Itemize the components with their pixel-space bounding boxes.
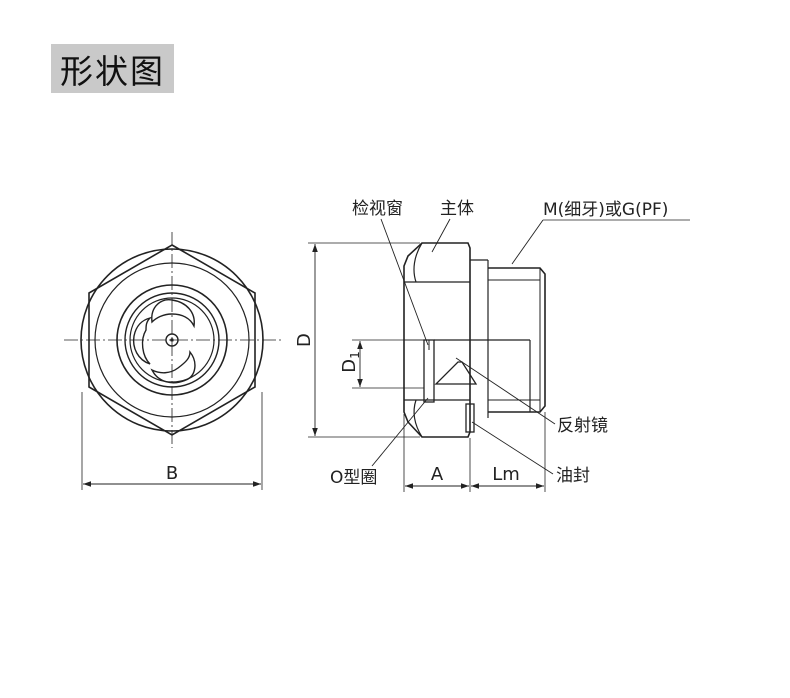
label-window: 检视窗 <box>352 199 403 219</box>
outer-circle <box>80 248 264 432</box>
front-view: B <box>64 232 282 490</box>
center-hub <box>165 333 179 347</box>
dim-d-label: D <box>294 333 315 347</box>
dim-a-label: A <box>431 464 444 485</box>
chamfer-circle <box>94 262 250 418</box>
label-oring: O型圈 <box>330 468 377 488</box>
window-glass <box>129 297 215 383</box>
label-body: 主体 <box>440 199 474 219</box>
dim-lm-label: Lm <box>492 464 520 485</box>
page-title: 形状图 <box>51 44 174 93</box>
leader-window <box>380 218 429 346</box>
window-ring-outer <box>116 284 228 396</box>
leader-reflector <box>455 357 556 425</box>
thread-outline <box>488 267 546 413</box>
label-seal: 油封 <box>556 466 590 486</box>
dim-d1-label: D1 <box>339 351 362 373</box>
side-view: D D1 A Lm <box>294 242 546 492</box>
leader-seal <box>471 421 554 475</box>
label-reflector: 反射镜 <box>557 416 608 436</box>
callouts: 检视窗 主体 M(细牙)或G(PF) 反射镜 油封 O型圈 <box>330 199 690 488</box>
oil-seal-section <box>465 403 475 433</box>
leader-oring <box>371 397 429 467</box>
leader-body <box>431 218 451 253</box>
window-ring-inner <box>124 292 220 388</box>
hex-outline <box>88 244 256 436</box>
center-dot <box>170 338 174 342</box>
label-thread: M(细牙)或G(PF) <box>543 200 668 220</box>
leader-thread <box>511 219 544 265</box>
reflector-windows <box>132 299 196 384</box>
dim-b-label: B <box>166 463 178 484</box>
chamfer-top <box>413 242 423 283</box>
chamfer-bottom <box>413 399 423 438</box>
